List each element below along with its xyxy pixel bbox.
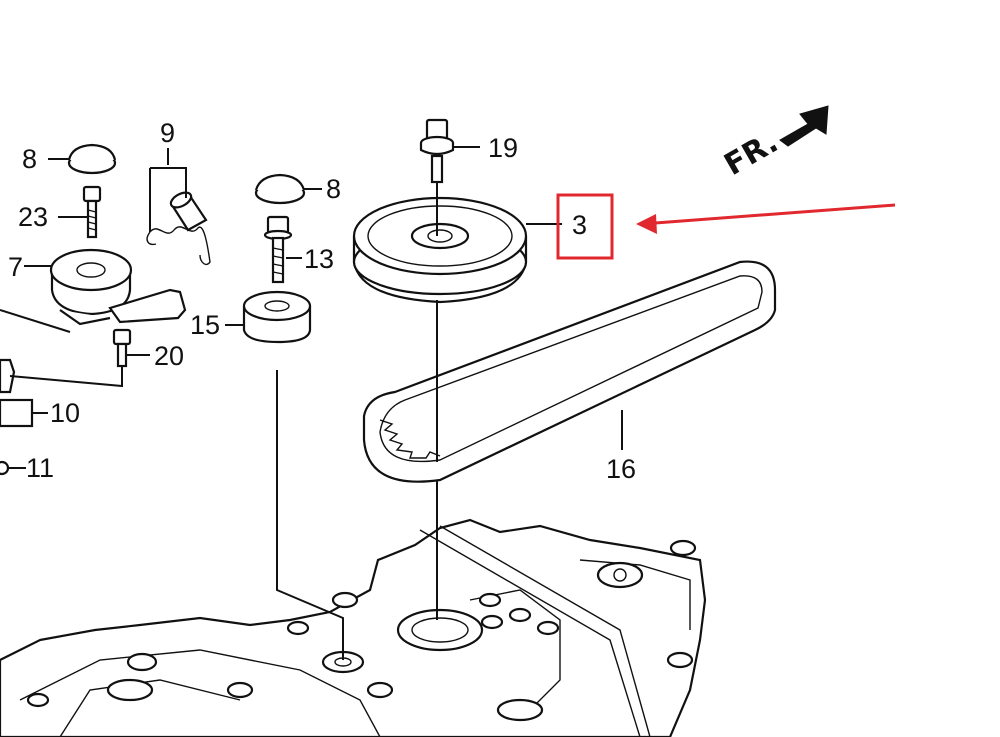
pulley-part-3 (352, 196, 528, 304)
bolt-part-19 (419, 118, 455, 184)
callout-23: 23 (18, 202, 48, 232)
direction-label: FR. (719, 125, 785, 183)
spacer-part-15 (242, 290, 312, 344)
highlight-arrow-head-icon (636, 214, 657, 234)
callout-7: 7 (8, 252, 23, 282)
callout-8-left: 8 (22, 144, 37, 174)
callout-15: 15 (190, 310, 220, 340)
callout-20: 20 (154, 341, 184, 371)
cap-part-8-right (254, 173, 306, 205)
callout-16: 16 (606, 454, 636, 484)
collar-part-9 (169, 191, 208, 232)
spring-part-9 (146, 226, 211, 266)
direction-arrow-icon (779, 105, 829, 147)
highlight-arrow-shaft (641, 203, 896, 226)
front-direction-indicator: FR. (719, 105, 829, 183)
bolt-part-20 (112, 328, 132, 368)
callout-3: 3 (572, 210, 587, 240)
bolt-part-13 (263, 215, 293, 284)
callout-10: 10 (50, 398, 80, 428)
idler-pulley-part-7 (49, 248, 187, 326)
part-10-fragment (0, 358, 34, 428)
belt-part-16 (362, 260, 777, 483)
part-11-fragment (0, 460, 10, 476)
highlight-box (556, 193, 614, 260)
callout-8-right: 8 (326, 174, 341, 204)
highlight-annotation (556, 193, 896, 260)
callout-labels: 8 9 23 7 20 10 11 8 13 15 19 3 16 (8, 118, 636, 484)
leader-lines (0, 146, 623, 660)
callout-13: 13 (304, 244, 334, 274)
callout-19: 19 (488, 133, 518, 163)
callout-11: 11 (26, 453, 54, 483)
engine-housing (0, 518, 707, 737)
bolt-part-23 (82, 185, 102, 239)
callout-9: 9 (160, 118, 175, 148)
cap-part-8-left (67, 143, 117, 175)
